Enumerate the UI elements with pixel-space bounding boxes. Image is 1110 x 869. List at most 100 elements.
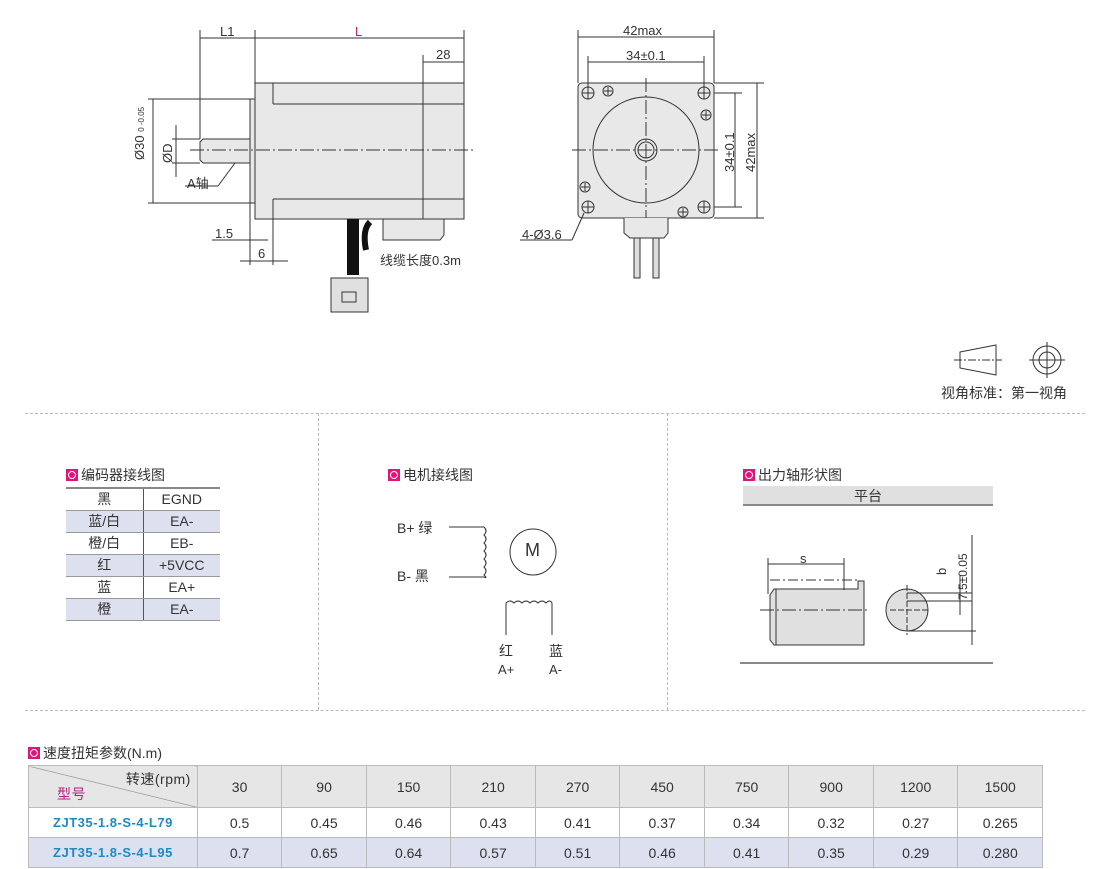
motor-symbol: M	[525, 540, 540, 560]
torque-value: 0.57	[450, 837, 536, 868]
wire-color: 蓝/白	[66, 510, 144, 533]
speed-col: 750	[703, 765, 790, 808]
dim-height-34: 34±0.1	[722, 132, 737, 172]
torque-value: 0.45	[281, 807, 367, 838]
wire-color: 橙/白	[66, 532, 144, 555]
divider	[318, 413, 319, 710]
dim-6: 6	[258, 246, 266, 261]
dim-d: ØD	[160, 143, 175, 164]
speed-col: 30	[196, 765, 283, 808]
speed-col: 270	[534, 765, 621, 808]
side-view-drawing	[148, 30, 476, 313]
torque-value: 0.65	[281, 837, 367, 868]
torque-value: 0.46	[619, 837, 705, 868]
dim-d30-tolerance: 0 -0.05	[137, 106, 146, 132]
dim-width-34: 34±0.1	[626, 48, 666, 63]
torque-value: 0.46	[365, 807, 452, 838]
speed-col: 450	[619, 765, 705, 808]
torque-value: 0.37	[619, 807, 705, 838]
a-plus-label: A+	[498, 662, 515, 677]
shaft-shape-drawing	[740, 535, 993, 664]
signal: EA-	[143, 510, 220, 533]
dim-28: 28	[436, 47, 451, 62]
dim-l1: L1	[220, 24, 235, 39]
front-view-drawing	[520, 30, 764, 279]
b-plus-label: B+ 绿	[397, 520, 433, 536]
dim-1-5: 1.5	[215, 226, 234, 241]
torque-value: 0.51	[534, 837, 621, 868]
shaft-label: A轴	[187, 176, 209, 191]
motor-wiring-title: 电机接线图	[403, 467, 473, 483]
wire-color: 红	[66, 554, 144, 577]
bullet-icon	[66, 469, 78, 481]
wire-color: 蓝	[66, 576, 144, 599]
a-minus-label: A-	[549, 662, 562, 677]
speed-col: 900	[788, 765, 874, 808]
mounting-holes-label: 4-Ø3.6	[522, 227, 562, 242]
dim-flat-height: 7.5±0.05	[956, 553, 970, 600]
signal: EA+	[143, 576, 220, 599]
corner-header: 转速(rpm) 型号	[28, 765, 198, 808]
model-name: ZJT35-1.8-S-4-L79	[28, 807, 198, 838]
torque-value: 0.7	[196, 837, 283, 868]
signal: EGND	[143, 488, 220, 511]
signal: +5VCC	[143, 554, 220, 577]
torque-value: 0.64	[365, 837, 452, 868]
shaft-shape-title: 出力轴形状图	[758, 467, 842, 483]
dim-d30-value: Ø30	[132, 135, 147, 160]
model-header: 型号	[57, 786, 86, 802]
torque-value: 0.5	[196, 807, 283, 838]
dim-d30: Ø30 0 -0.05	[132, 107, 147, 160]
shaft-type-header: 平台	[743, 486, 993, 506]
speed-col: 150	[365, 765, 452, 808]
first-angle-projection-icon	[954, 342, 1065, 378]
wire-color: 黑	[66, 488, 144, 511]
speed-torque-title: 速度扭矩参数(N.m)	[43, 745, 162, 761]
a-plus-color: 红	[499, 643, 513, 659]
speed-col: 210	[450, 765, 536, 808]
torque-value: 0.27	[872, 807, 959, 838]
torque-value: 0.29	[872, 837, 959, 868]
divider	[667, 413, 668, 710]
b-minus-label: B- 黑	[397, 568, 429, 584]
dim-width-42max: 42max	[623, 23, 663, 38]
view-standard-label: 视角标准：第一视角	[941, 385, 1067, 401]
dim-l: L	[355, 24, 363, 39]
bullet-icon	[743, 469, 755, 481]
divider	[25, 710, 1085, 711]
torque-value: 0.35	[788, 837, 874, 868]
speed-header: 转速(rpm)	[125, 771, 191, 787]
motor-wiring-section-title: 电机接线图	[388, 465, 473, 485]
encoder-section-title: 编码器接线图	[66, 465, 165, 485]
signal: EA-	[143, 598, 220, 621]
speed-torque-section-title: 速度扭矩参数(N.m)	[28, 743, 162, 763]
speed-col: 90	[281, 765, 367, 808]
motor-wiring-diagram	[449, 526, 557, 635]
cable-length-label: 线缆长度0.3m	[380, 253, 461, 268]
wire-color: 橙	[66, 598, 144, 621]
a-minus-color: 蓝	[549, 643, 563, 659]
speed-col: 1500	[957, 765, 1043, 808]
dim-height-42max: 42max	[743, 132, 758, 172]
divider	[25, 413, 1085, 414]
dim-s: s	[800, 551, 807, 566]
table-row: 红+5VCC	[66, 554, 220, 577]
shaft-shape-section-title: 出力轴形状图	[743, 465, 842, 485]
torque-value: 0.32	[788, 807, 874, 838]
speed-col: 1200	[872, 765, 959, 808]
torque-value: 0.280	[957, 837, 1043, 868]
dim-b: b	[934, 567, 949, 575]
torque-value: 0.265	[957, 807, 1043, 838]
torque-value: 0.41	[703, 837, 790, 868]
bullet-icon	[388, 469, 400, 481]
torque-value: 0.34	[703, 807, 790, 838]
